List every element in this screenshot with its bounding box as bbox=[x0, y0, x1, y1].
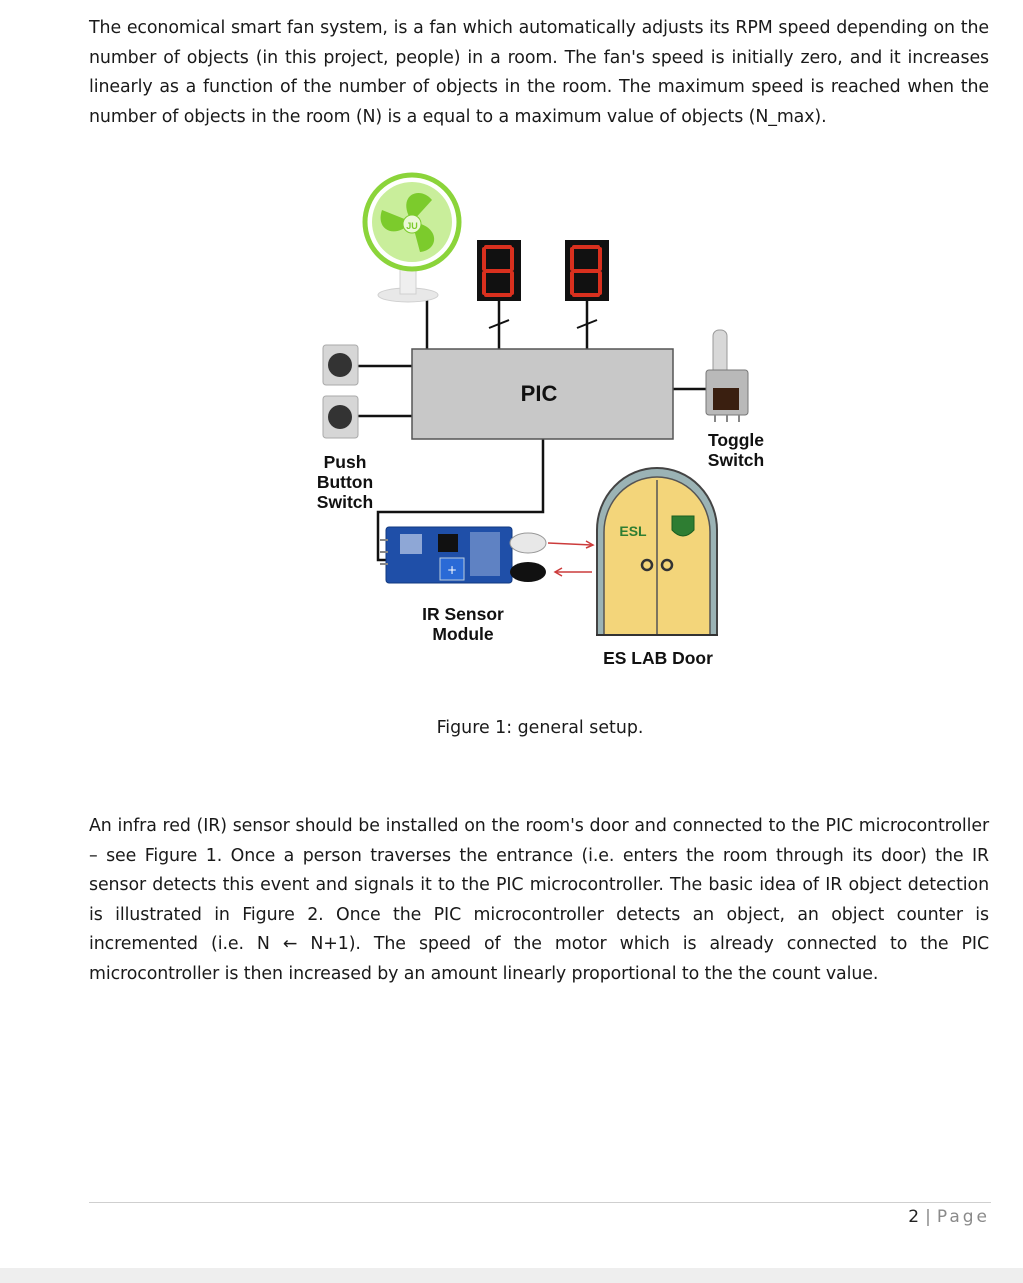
detection-paragraph: An infra red (IR) sensor should be insta… bbox=[89, 816, 989, 984]
push-button-icon-2 bbox=[322, 395, 359, 439]
seven-segment-display-1 bbox=[477, 240, 521, 301]
setup-figure: JU PIC Push Button Switch bbox=[317, 172, 764, 668]
seven-segment-display-2 bbox=[565, 240, 609, 301]
door-label: ES LAB Door bbox=[603, 648, 713, 668]
bus-marks bbox=[488, 319, 598, 329]
push-button-icon-1 bbox=[322, 344, 359, 386]
footer-separator: | bbox=[925, 1207, 931, 1227]
intro-paragraph: The economical smart fan system, is a fa… bbox=[89, 18, 989, 127]
page-word: Page bbox=[936, 1207, 990, 1227]
esl-sign: ESL bbox=[619, 523, 647, 539]
ir-beams bbox=[547, 540, 595, 577]
push-button-label-3: Switch bbox=[317, 492, 373, 512]
toggle-label-2: Switch bbox=[708, 450, 764, 470]
ir-label-2: Module bbox=[432, 624, 494, 644]
ir-sensor-module-icon: + bbox=[380, 526, 547, 584]
page-number: 2 bbox=[908, 1207, 920, 1227]
page-bottom-edge bbox=[0, 1268, 1023, 1283]
ir-label-1: IR Sensor bbox=[422, 604, 504, 624]
toggle-switch-icon bbox=[705, 329, 749, 422]
pic-label: PIC bbox=[521, 381, 558, 406]
pic-microcontroller: PIC bbox=[411, 348, 674, 440]
push-button-label-1: Push bbox=[324, 452, 367, 472]
door-icon: ESL bbox=[596, 467, 718, 636]
page-footer: 2|Page bbox=[908, 1207, 990, 1227]
toggle-label-1: Toggle bbox=[708, 430, 764, 450]
footer-divider bbox=[89, 1202, 991, 1203]
svg-text:+: + bbox=[447, 563, 457, 577]
push-button-label-2: Button bbox=[317, 472, 373, 492]
fan-logo: JU bbox=[406, 221, 418, 231]
fan-icon: JU bbox=[362, 172, 462, 303]
figure-caption: Figure 1: general setup. bbox=[436, 718, 644, 738]
wiring bbox=[358, 296, 706, 562]
